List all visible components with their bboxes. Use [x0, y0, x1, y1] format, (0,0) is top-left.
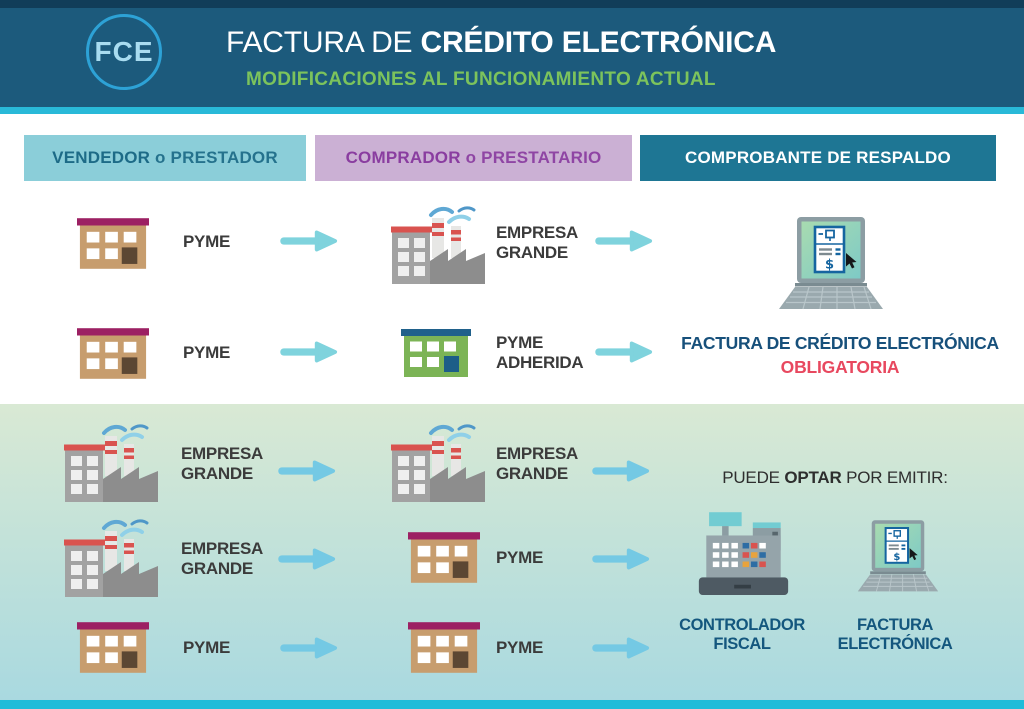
arrow-right-icon: [592, 636, 650, 660]
arrow-right-icon: [280, 340, 338, 364]
bottom-border: [0, 700, 1024, 709]
column-header-comprador: COMPRADOR o PRESTATARIO: [315, 135, 632, 181]
mandatory-result-title: FACTURA DE CRÉDITO ELECTRÓNICA: [681, 333, 999, 353]
fce-logo: FCE: [86, 14, 162, 90]
intro-bold: OPTAR: [784, 468, 842, 487]
adhered-pyme-building-icon: [401, 329, 471, 377]
optional-section-background: [0, 404, 1024, 701]
seller-label: EMPRESA GRANDE: [181, 444, 263, 484]
option-label-factura-electronica: FACTURA ELECTRÓNICA: [837, 616, 953, 654]
column-header-rest: o PRESTADOR: [155, 148, 278, 167]
buyer-label: PYME: [496, 638, 543, 657]
intro-pre: PUEDE: [722, 468, 785, 487]
optional-intro: PUEDE OPTAR POR EMITIR:: [675, 468, 995, 488]
seller-label: PYME: [183, 638, 230, 657]
mandatory-result: FACTURA DE CRÉDITO ELECTRÓNICA OBLIGATOR…: [668, 333, 1012, 378]
buyer-label: PYME ADHERIDA: [496, 333, 584, 373]
pyme-building-icon: [408, 622, 480, 673]
arrow-right-icon: [595, 229, 653, 253]
page-subtitle: MODIFICACIONES AL FUNCIONAMIENTO ACTUAL: [246, 69, 716, 90]
buyer-label: EMPRESA GRANDE: [496, 223, 578, 263]
large-company-factory-icon: [64, 423, 158, 502]
arrow-right-icon: [280, 229, 338, 253]
pyme-building-icon: [77, 622, 149, 673]
large-company-factory-icon: [64, 518, 158, 597]
fiscal-cash-register-icon: [697, 512, 790, 598]
title-regular: FACTURA DE: [226, 26, 421, 59]
column-header-rest: o PRESTATARIO: [465, 148, 602, 167]
column-header-bold: VENDEDOR: [52, 148, 151, 167]
large-company-factory-icon: [391, 423, 485, 502]
header-accent-strip: [0, 107, 1024, 114]
column-header-bold: COMPRADOR: [345, 148, 461, 167]
column-header-vendedor: VENDEDOR o PRESTADOR: [24, 135, 306, 181]
column-header-comprobante: COMPROBANTE DE RESPALDO: [640, 135, 996, 181]
column-header-bold: COMPROBANTE DE RESPALDO: [685, 148, 951, 167]
arrow-right-icon: [592, 547, 650, 571]
header-bar: [0, 8, 1024, 107]
arrow-right-icon: [595, 340, 653, 364]
top-border: [0, 0, 1024, 8]
mandatory-result-obligatoria: OBLIGATORIA: [780, 357, 900, 377]
arrow-right-icon: [280, 636, 338, 660]
seller-label: PYME: [183, 343, 230, 362]
option-label-controlador-fiscal: CONTROLADOR FISCAL: [679, 616, 805, 654]
arrow-right-icon: [592, 459, 650, 483]
buyer-label: PYME: [496, 548, 543, 567]
buyer-label: EMPRESA GRANDE: [496, 444, 578, 484]
laptop-electronic-invoice-icon: [765, 217, 897, 312]
arrow-right-icon: [278, 459, 336, 483]
pyme-building-icon: [77, 218, 149, 269]
page-title: FACTURA DE CRÉDITO ELECTRÓNICA: [226, 26, 776, 60]
intro-post: POR EMITIR:: [841, 468, 948, 487]
large-company-factory-icon: [391, 205, 485, 284]
fce-logo-text: FCE: [94, 36, 154, 67]
title-bold: CRÉDITO ELECTRÓNICA: [420, 26, 777, 59]
seller-label: PYME: [183, 232, 230, 251]
seller-label: EMPRESA GRANDE: [181, 539, 263, 579]
arrow-right-icon: [278, 547, 336, 571]
pyme-building-icon: [408, 532, 480, 583]
laptop-electronic-invoice-icon: [847, 520, 949, 594]
pyme-building-icon: [77, 328, 149, 379]
